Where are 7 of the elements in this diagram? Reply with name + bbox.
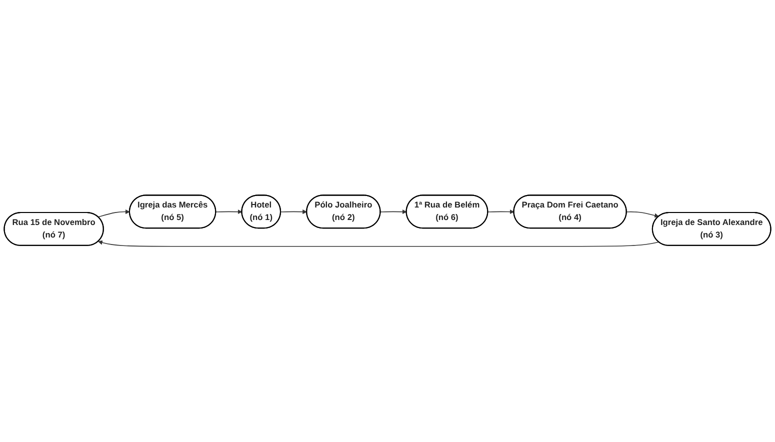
arrow [98,240,660,247]
arrow [216,210,242,214]
arrow [380,210,407,214]
arrow [98,210,130,218]
arrow [626,212,659,218]
arrow [280,210,308,214]
arrow [488,210,514,214]
